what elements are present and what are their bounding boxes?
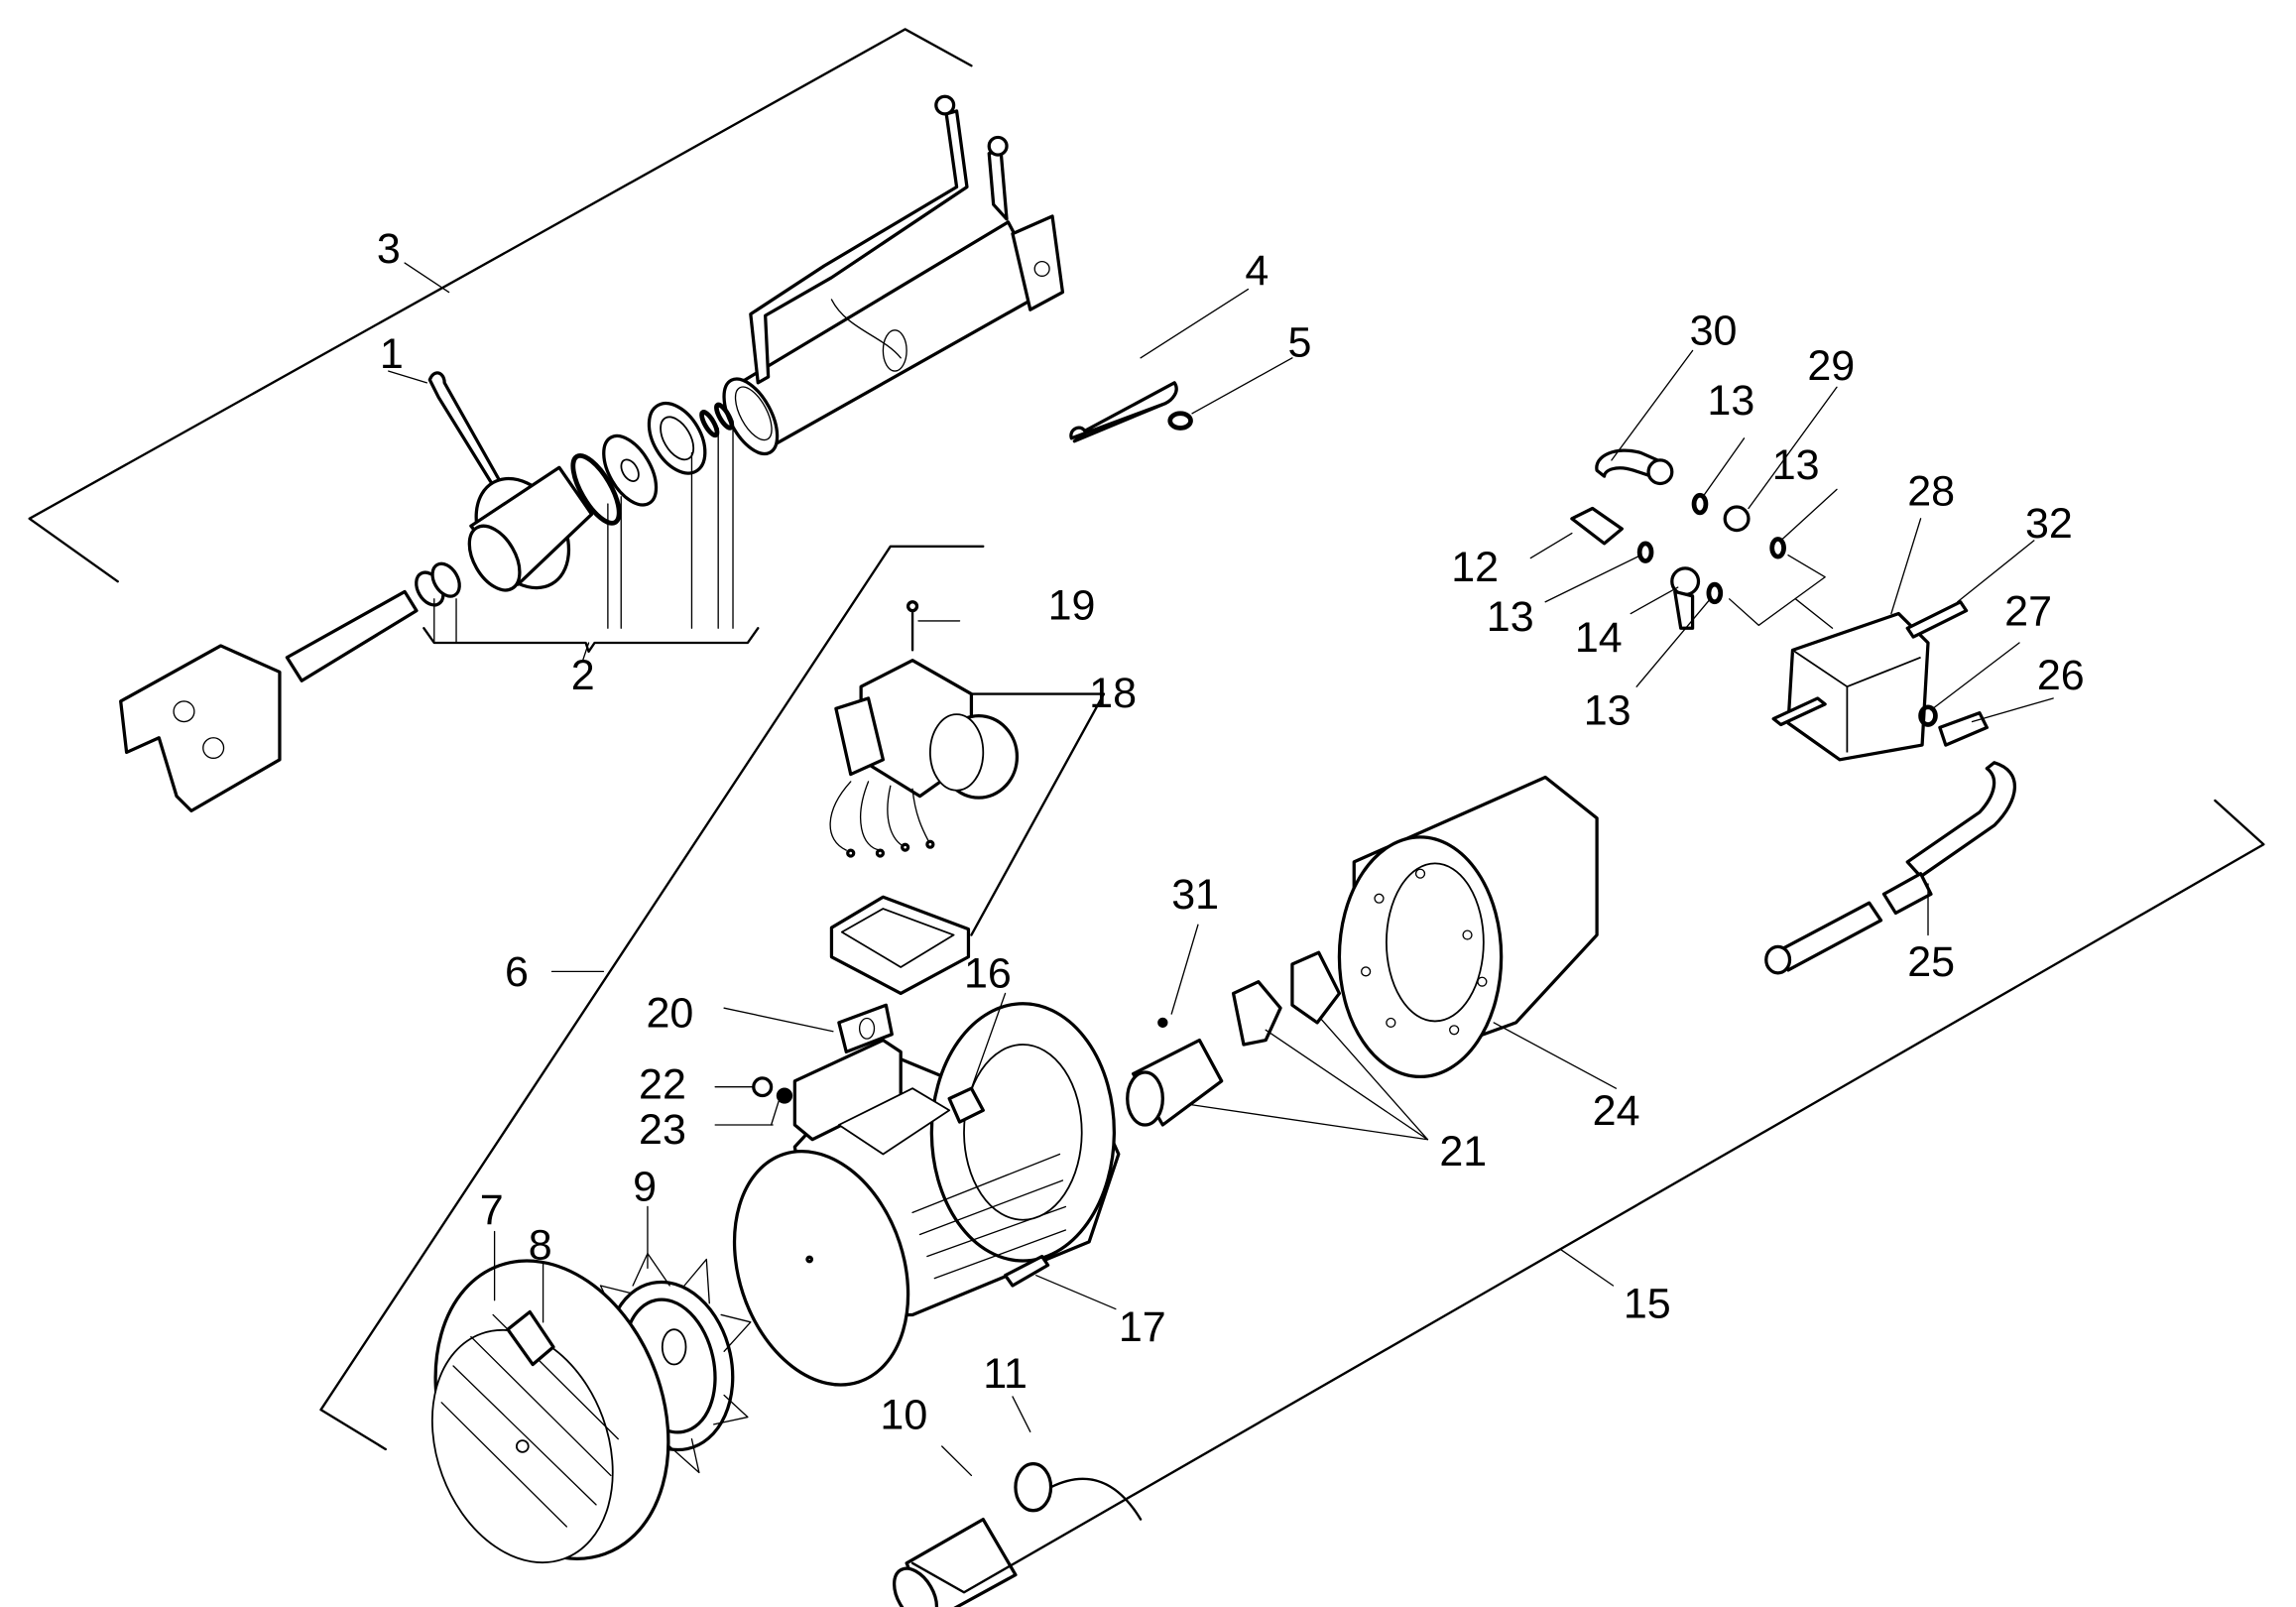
callout-31: 31 (1171, 871, 1219, 919)
bracket-group-6 (319, 545, 985, 1451)
part-26-nipple (1938, 711, 1989, 747)
callout-30: 30 (1690, 308, 1738, 355)
callout-4: 4 (1245, 247, 1269, 295)
part-8-label-plate (506, 1309, 555, 1367)
callout-20: 20 (646, 989, 693, 1037)
callout-19: 19 (1048, 582, 1096, 630)
part-22-nut (752, 1076, 774, 1098)
part-28-gear-pump (1771, 611, 1930, 762)
part-31-setscrew (1157, 1017, 1168, 1029)
callout-21: 21 (1439, 1128, 1487, 1175)
callout-24: 24 (1593, 1087, 1640, 1135)
callout-2: 2 (571, 652, 595, 699)
callout-13c: 13 (1772, 441, 1820, 489)
leader-lines (388, 288, 2054, 1477)
callout-11: 11 (983, 1350, 1027, 1398)
callout-27: 27 (2004, 587, 2052, 635)
part-11-cable-gland (1014, 1462, 1143, 1521)
part-4-tube (1069, 381, 1178, 443)
callout-8: 8 (529, 1222, 552, 1270)
leader-18 (970, 692, 1106, 936)
callout-26: 26 (2037, 652, 2085, 699)
callout-18: 18 (1089, 670, 1137, 717)
callout-13b: 13 (1707, 377, 1754, 425)
part-1-pin (427, 371, 503, 490)
callout-6: 6 (505, 948, 529, 996)
assembly-line-pump (1729, 554, 1826, 626)
bracket-group-3 (28, 28, 973, 583)
callout-7: 7 (480, 1186, 504, 1234)
callout-15: 15 (1624, 1281, 1671, 1328)
part-20-gasket (837, 1003, 894, 1053)
callout-1: 1 (380, 330, 404, 378)
callout-13d: 13 (1584, 687, 1631, 735)
callout-28: 28 (1907, 468, 1955, 516)
callout-labels: 1 2 3 4 5 6 7 8 9 10 11 12 13 13 13 13 1… (377, 225, 2085, 1438)
part-27-oring (1918, 704, 1938, 727)
part-23-washer (776, 1087, 793, 1104)
callout-13a: 13 (1487, 593, 1534, 641)
callout-14: 14 (1575, 614, 1623, 662)
part-21-coupling (1126, 950, 1342, 1127)
motor-body (732, 1002, 1121, 1387)
bracket-group-15 (910, 799, 2265, 1594)
part-10-capacitor (892, 1518, 1018, 1607)
assembly-line-pump-2 (1794, 598, 1834, 629)
callout-23: 23 (639, 1106, 686, 1154)
callout-10: 10 (880, 1391, 927, 1438)
part-17-bolt (1003, 1254, 1050, 1288)
callout-9: 9 (633, 1164, 657, 1211)
part-25-hose (1764, 761, 2017, 975)
part-24-bell-housing (1337, 775, 1599, 1079)
callout-3: 3 (377, 225, 401, 273)
callout-25: 25 (1907, 938, 1955, 986)
part-29-adapter (1723, 505, 1751, 533)
part-30-elbow (1595, 448, 1674, 486)
callout-12: 12 (1451, 544, 1499, 591)
part-14-banjo (1670, 566, 1701, 630)
part-13-washers (1636, 492, 1786, 605)
part-7-fan-cover (430, 1259, 670, 1564)
callout-32: 32 (2025, 500, 2073, 548)
part-12-banjo-bolt (1570, 506, 1624, 546)
part-2-seals (415, 402, 760, 654)
fork-shaft-drawing (119, 589, 419, 812)
callout-17: 17 (1119, 1303, 1166, 1351)
part-19-screw (906, 600, 919, 652)
junction-box (829, 895, 971, 996)
callout-16: 16 (964, 950, 1012, 998)
callout-22: 22 (639, 1061, 686, 1109)
pipe-assembly-drawing (722, 94, 1065, 456)
callout-5: 5 (1287, 318, 1311, 366)
part-5-oring (1167, 411, 1193, 431)
part-18-solenoid (829, 659, 1020, 858)
callout-29: 29 (1807, 342, 1855, 390)
part-32-bolt (1905, 600, 1969, 639)
